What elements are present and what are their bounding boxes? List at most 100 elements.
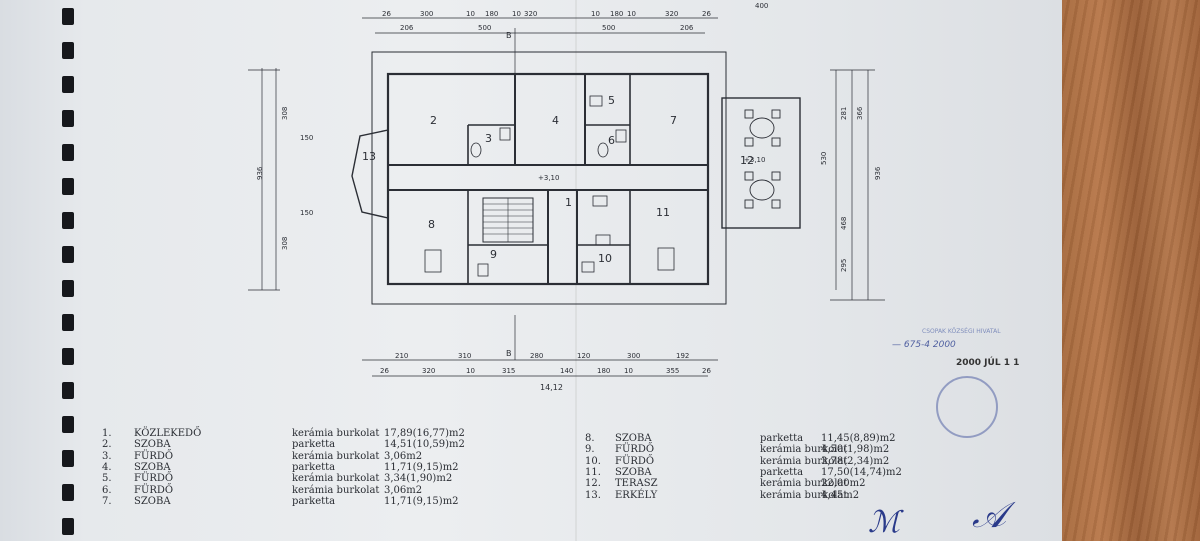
room-number: 5 bbox=[608, 94, 615, 107]
legend-area: 14,51(10,59)m2 bbox=[384, 439, 465, 451]
legend-no: 1. bbox=[102, 428, 112, 439]
legend-finish: parketta bbox=[760, 466, 804, 478]
binding-ring bbox=[62, 178, 74, 195]
legend-area: 4,50(1,98)m2 bbox=[821, 444, 890, 456]
fixtures bbox=[424, 95, 675, 277]
legend-no: 8. bbox=[585, 433, 595, 444]
legend-finish: kerámia burkolat bbox=[760, 478, 848, 490]
legend-name: KÖZLEKEDŐ bbox=[134, 428, 202, 439]
dim-label: 10 bbox=[627, 10, 636, 18]
legend-no: 13. bbox=[585, 489, 601, 501]
legend-name: SZOBA bbox=[134, 461, 171, 473]
legend-area: 3,06m2 bbox=[384, 450, 423, 462]
dim-label: 300 bbox=[420, 10, 433, 18]
legend-name: SZOBA bbox=[615, 433, 652, 444]
legend-name: FÜRDŐ bbox=[134, 473, 174, 485]
legend-name: SZOBA bbox=[134, 495, 171, 507]
svg-text:150: 150 bbox=[300, 134, 313, 142]
legend-name: ERKÉLY bbox=[615, 489, 658, 501]
room-number: 9 bbox=[490, 248, 497, 261]
legend-finish: kerámia burkolat bbox=[760, 455, 848, 467]
binding-ring bbox=[62, 450, 74, 467]
dim-label: 10 bbox=[624, 367, 633, 375]
legend-no: 11. bbox=[585, 466, 601, 478]
stamp-ref: — 675-4 2000 bbox=[892, 340, 956, 350]
binding-ring bbox=[62, 348, 74, 365]
room-number: 4 bbox=[552, 114, 559, 127]
level-mark-1: +3,10 bbox=[538, 174, 559, 182]
room-number: 13 bbox=[362, 150, 376, 163]
svg-text:308: 308 bbox=[281, 107, 289, 120]
stair-treads bbox=[483, 198, 533, 242]
wooden-table bbox=[1058, 0, 1200, 541]
level-mark-2: +3,10 bbox=[744, 156, 765, 164]
room-number: 10 bbox=[598, 252, 612, 265]
legend-finish: parketta bbox=[760, 433, 804, 444]
top-dims-row0: 400 bbox=[755, 2, 768, 10]
svg-text:366: 366 bbox=[856, 106, 864, 120]
dim-label: 26 bbox=[382, 10, 391, 18]
dim-label: 10 bbox=[466, 10, 475, 18]
dim-label: 140 bbox=[560, 367, 573, 375]
legend-name: FÜRDŐ bbox=[615, 444, 655, 456]
binding-ring bbox=[62, 382, 74, 399]
room-number: 3 bbox=[485, 132, 492, 145]
dim-label: 500 bbox=[478, 24, 491, 32]
section-mark-top: B bbox=[506, 31, 512, 40]
dim-label: 400 bbox=[755, 2, 768, 10]
dim-label: 26 bbox=[702, 10, 711, 18]
dim-label: 10 bbox=[466, 367, 475, 375]
binding-ring bbox=[62, 212, 74, 229]
legend-area: 4,45m2 bbox=[821, 489, 860, 501]
binding-ring bbox=[62, 280, 74, 297]
svg-text:150: 150 bbox=[300, 209, 313, 217]
legend-finish: kerámia burkolat bbox=[292, 484, 380, 496]
legend-no: 4. bbox=[102, 461, 112, 473]
legend-area: 11,71(9,15)m2 bbox=[384, 461, 459, 473]
dim-label: 180 bbox=[485, 10, 498, 18]
svg-text:936: 936 bbox=[256, 166, 264, 180]
dim-label: 500 bbox=[602, 24, 615, 32]
legend-no: 5. bbox=[102, 473, 112, 485]
room-number: 7 bbox=[670, 114, 677, 127]
dim-label: 180 bbox=[597, 367, 610, 375]
dim-label: 120 bbox=[577, 352, 590, 360]
legend-area: 11,71(9,15)m2 bbox=[384, 495, 459, 507]
svg-text:281: 281 bbox=[840, 107, 848, 120]
svg-text:295: 295 bbox=[840, 259, 848, 272]
dim-label: 210 bbox=[395, 352, 408, 360]
approval-stamp: CSOPAK KÖZSÉGI HIVATAL — 675-4 2000 2000… bbox=[882, 328, 1042, 438]
legend-finish: kerámia burkolat bbox=[760, 489, 848, 501]
binding-ring bbox=[62, 314, 74, 331]
stamp-date: 2000 JÚL 1 1 bbox=[956, 358, 1020, 368]
binding-ring bbox=[62, 416, 74, 433]
room-number: 2 bbox=[430, 114, 437, 127]
room-number: 12 bbox=[740, 154, 754, 167]
legend-area: 17,89(16,77)m2 bbox=[384, 428, 465, 439]
stamp-authority: CSOPAK KÖZSÉGI HIVATAL bbox=[922, 328, 1001, 335]
room-number: 11 bbox=[656, 206, 670, 219]
room-number: 6 bbox=[608, 134, 615, 147]
dim-label: 26 bbox=[380, 367, 389, 375]
legend-name: SZOBA bbox=[615, 466, 652, 478]
balcony-outline bbox=[351, 129, 389, 219]
legend-area: 3,06m2 bbox=[384, 484, 423, 496]
svg-text:936: 936 bbox=[874, 166, 882, 180]
binding-ring bbox=[62, 246, 74, 263]
legend-area: 3,34(1,90)m2 bbox=[384, 473, 453, 485]
dim-label: 280 bbox=[530, 352, 543, 360]
dim-label: 10 bbox=[512, 10, 521, 18]
legend-area: 11,45(8,89)m2 bbox=[821, 433, 896, 444]
room-number: 1 bbox=[565, 196, 572, 209]
dim-label: 206 bbox=[680, 24, 694, 32]
legend-no: 9. bbox=[585, 444, 595, 456]
dim-label: 320 bbox=[665, 10, 678, 18]
bottom-total-dim: 14,12 bbox=[540, 383, 563, 392]
binding-ring bbox=[62, 484, 74, 501]
dim-label: 300 bbox=[627, 352, 640, 360]
dim-label: 320 bbox=[422, 367, 435, 375]
